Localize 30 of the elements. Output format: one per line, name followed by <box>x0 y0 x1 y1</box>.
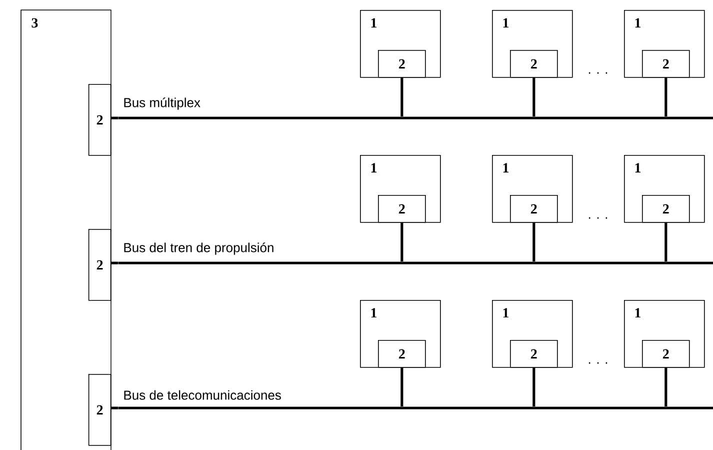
connector-line <box>664 78 668 116</box>
interface-box: 2 <box>88 374 112 446</box>
connector-line <box>111 262 118 264</box>
ellipsis: . . . <box>588 217 608 219</box>
ellipsis: . . . <box>588 362 608 364</box>
bus-line: Bus de telecomunicaciones <box>118 390 713 410</box>
interface-box: 2 <box>642 340 690 368</box>
connector-line <box>400 368 404 406</box>
interface-box: 2 <box>88 84 112 156</box>
bus-line: Bus del tren de propulsión <box>118 242 713 264</box>
connector-line <box>664 222 668 262</box>
connector-line <box>111 406 118 410</box>
connector-line <box>532 368 536 406</box>
interface-box: 2 <box>378 195 426 223</box>
bus-line: Bus múltiplex <box>118 98 713 120</box>
connector-line <box>664 368 668 406</box>
interface-box: 2 <box>378 50 426 78</box>
connector-line <box>400 78 404 116</box>
interface-box: 2 <box>510 340 558 368</box>
connector-line <box>400 222 404 262</box>
interface-box: 2 <box>642 50 690 78</box>
interface-box: 2 <box>642 195 690 223</box>
interface-box: 2 <box>510 50 558 78</box>
interface-box: 2 <box>88 229 112 301</box>
interface-box: 2 <box>378 340 426 368</box>
ellipsis: . . . <box>588 72 608 74</box>
connector-line <box>532 78 536 116</box>
interface-box: 2 <box>510 195 558 223</box>
connector-line <box>532 222 536 262</box>
connector-line <box>111 116 118 120</box>
